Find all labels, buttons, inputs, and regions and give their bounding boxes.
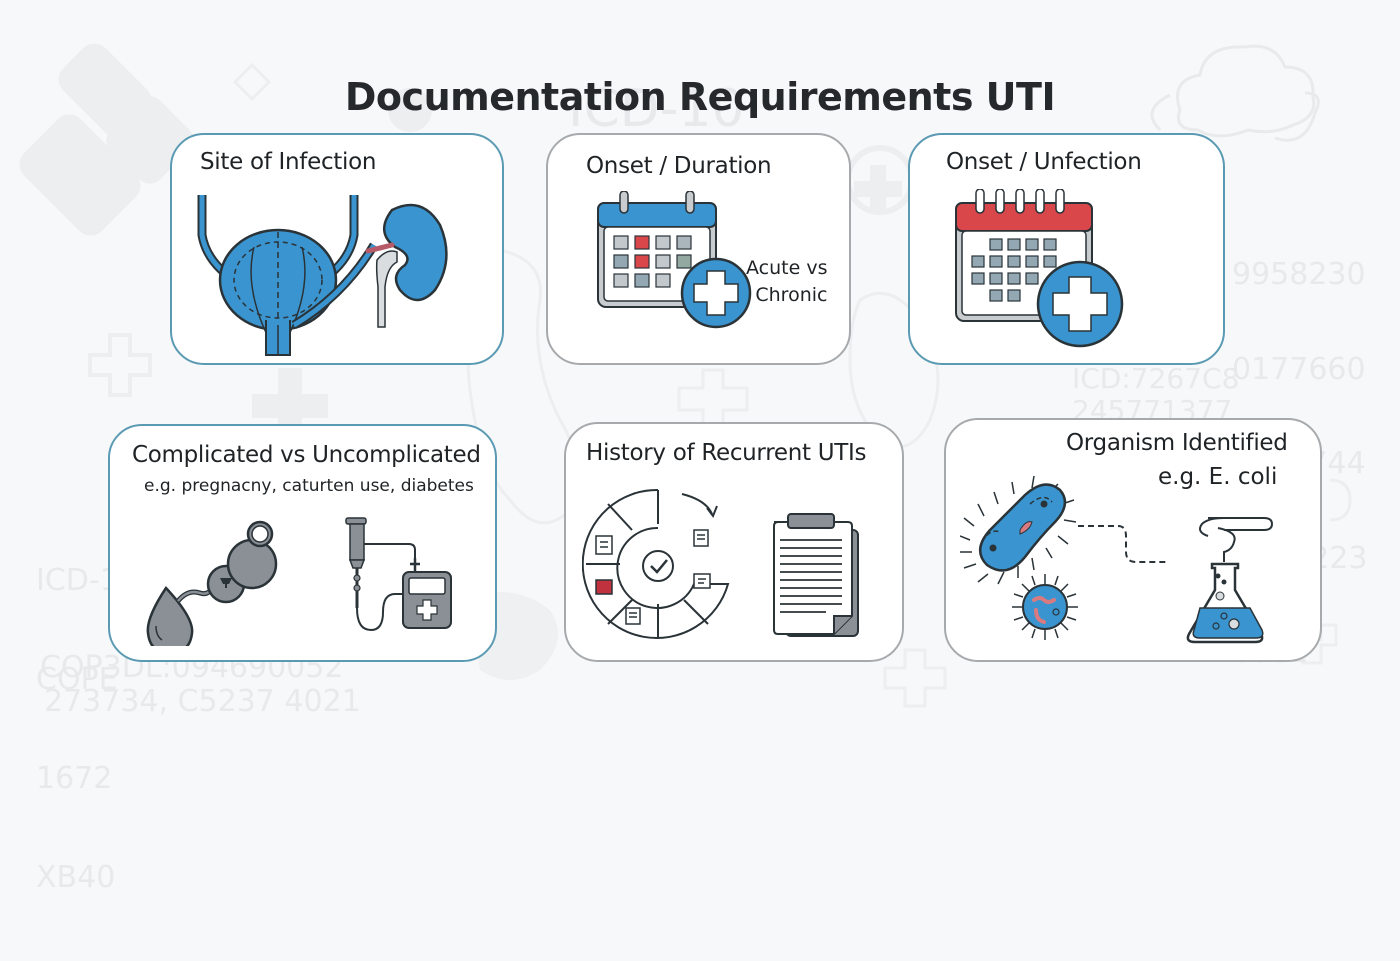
card-subtitle: e.g. pregnacny, caturten use, diabetes (144, 476, 474, 496)
card-title: Onset / Unfection (946, 149, 1142, 175)
duration-note: Acute vs Chronic (746, 255, 827, 309)
note-line: Chronic (755, 284, 828, 306)
watermark-code: 1672 (36, 761, 113, 796)
calendar-medical-icon (597, 191, 752, 329)
page-title: Documentation Requirements UTI (344, 75, 1056, 120)
card-organism-identified: Organism Identified e.g. E. coli (944, 418, 1322, 662)
card-site-of-infection: Site of Infection (170, 133, 504, 365)
watermark-codes-left: ICD-1 COPE 1672 XB40 (36, 498, 119, 960)
watermark-code: 0177660 (1232, 351, 1366, 387)
cross-solid-watermark-icon (854, 165, 902, 213)
recurrence-cycle-icon (582, 488, 730, 639)
card-title: Organism Identified (1066, 430, 1288, 456)
watermark-code: ICD-1 (36, 563, 119, 598)
catheter-bag-icon (345, 517, 452, 632)
watermark-code: ICD:7267C8 (1072, 362, 1240, 395)
virus-icon (1012, 574, 1078, 640)
watermark-code: XB40 (36, 860, 116, 895)
watermark-code: 9958230 (1232, 257, 1366, 292)
bacteria-icon (960, 475, 1077, 585)
card-title: Site of Infection (200, 149, 377, 175)
card-onset-duration: Onset / Duration Acute vs Chronic (546, 133, 851, 365)
dotted-connector (1078, 525, 1166, 563)
card-onset-unfection: Onset / Unfection (908, 133, 1225, 365)
watermark-code: 273734, C5237 4021 (44, 684, 361, 719)
drop-pregnancy-icon (146, 520, 278, 646)
cross-solid-watermark-icon (252, 368, 328, 428)
note-line: Acute vs (746, 257, 828, 279)
card-history-recurrent-utis: History of Recurrent UTIs (564, 422, 904, 662)
watermark-code: COPE (36, 662, 118, 697)
card-title: Onset / Duration (586, 153, 772, 179)
lab-flask-icon (1186, 517, 1274, 644)
cross-outline-watermark-icon (677, 368, 749, 430)
cross-outline-watermark-icon (883, 648, 947, 708)
stethoscope-watermark-icon (845, 145, 915, 215)
clipboard-record-icon (773, 513, 859, 637)
card-title: Complicated vs Uncomplicated (132, 442, 481, 468)
cross-outline-watermark-icon (88, 333, 152, 397)
calendar-medical-icon (955, 189, 1124, 348)
bladder-kidney-icon (197, 195, 448, 356)
card-complicated-vs-uncomplicated: Complicated vs Uncomplicated e.g. pregna… (108, 424, 497, 662)
card-title: History of Recurrent UTIs (586, 440, 867, 466)
card-subtitle: e.g. E. coli (1158, 464, 1278, 490)
